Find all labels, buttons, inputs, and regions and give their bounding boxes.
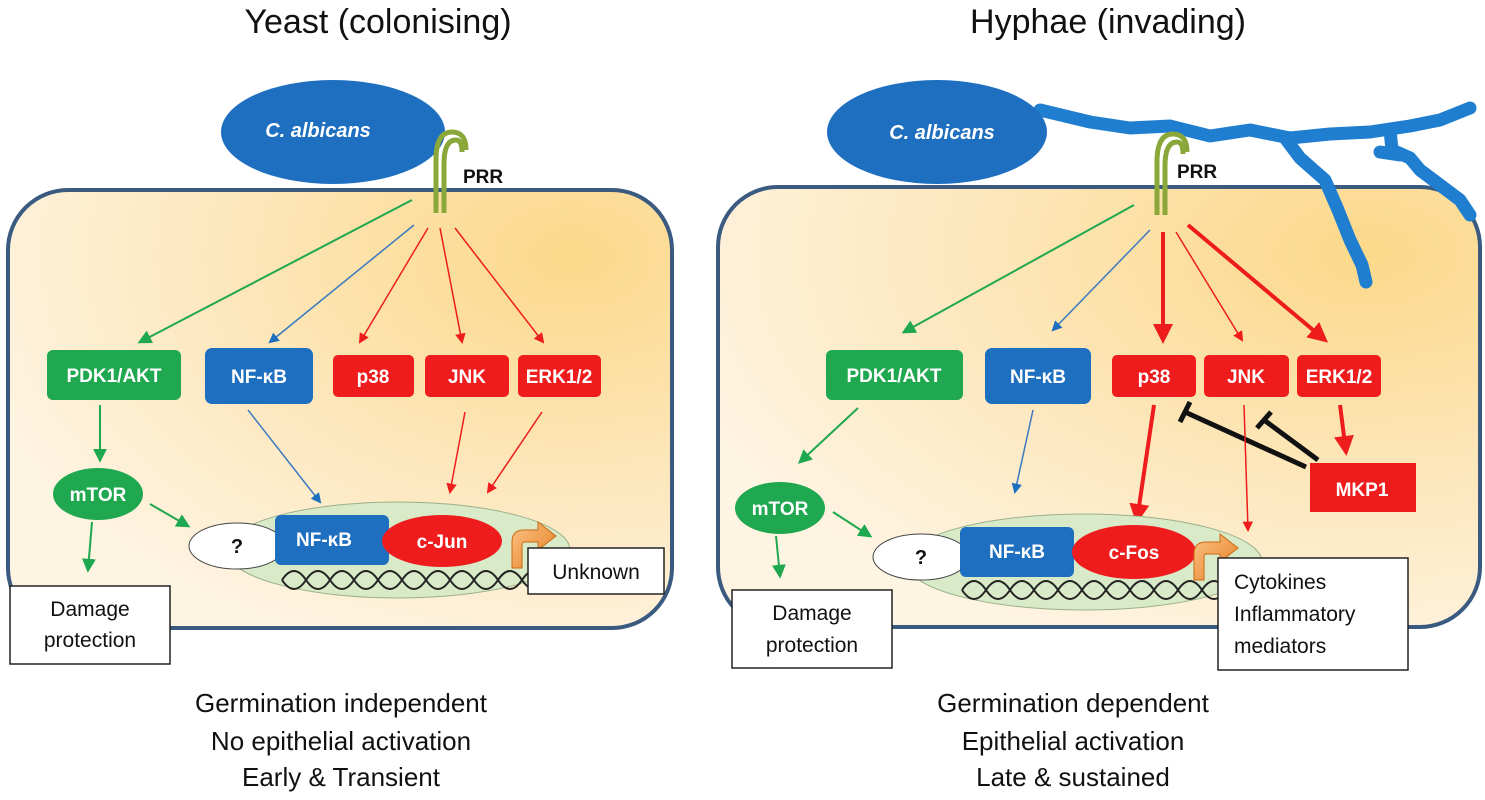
- right-gene-output-line-3: mediators: [1234, 635, 1326, 658]
- left-panel: Yeast (colonising) C. albicans PRR PDK1/…: [6, 3, 674, 792]
- left-arrow-prr-jnk: [439, 227, 466, 345]
- left-node-pdk1-akt: [47, 350, 181, 400]
- right-c-albicans-hyphae: [827, 80, 1047, 184]
- right-node-p38-label: p38: [1138, 367, 1171, 388]
- right-nucleus-cfos: [1072, 525, 1196, 579]
- right-epithelial-cell: [716, 185, 1482, 629]
- left-node-jnk-label: JNK: [448, 367, 486, 388]
- left-gene-output-label: Unknown: [552, 561, 640, 584]
- left-damage-line-2: protection: [44, 629, 136, 652]
- left-c-albicans-yeast: [221, 80, 445, 184]
- left-dna-icon: [281, 570, 547, 590]
- right-cytokines-output-box: [1217, 557, 1409, 671]
- left-summary-line-1: Germination independent: [195, 688, 488, 718]
- right-node-erk12: [1297, 355, 1381, 397]
- right-node-mtor: [735, 482, 825, 534]
- left-arrow-mtor-damage: [81, 521, 96, 573]
- left-node-mtor: [53, 468, 143, 520]
- left-node-erk12: [518, 355, 601, 397]
- right-summary-line-1: Germination dependent: [937, 688, 1210, 718]
- right-damage-line-2: protection: [766, 634, 858, 657]
- right-inhibition-mkp1-jnk: [1255, 410, 1320, 463]
- right-arrow-mtor-nucleus: [832, 511, 873, 538]
- left-nucleus-nfkb: [275, 515, 389, 565]
- right-node-nfkb: [985, 348, 1091, 404]
- left-arrow-mtor-nucleus: [149, 503, 191, 528]
- left-node-erk-label: ERK1/2: [526, 367, 593, 388]
- right-node-akt-label: PDK1/AKT: [846, 366, 941, 387]
- left-nucleus-cjun-label: c-Jun: [417, 532, 468, 553]
- left-prr-label: PRR: [463, 167, 503, 188]
- right-pathogen-label: C. albicans: [889, 122, 995, 144]
- right-prr-label: PRR: [1177, 162, 1217, 183]
- left-node-mtor-label: mTOR: [70, 485, 127, 506]
- right-arrow-mtor-damage: [771, 535, 786, 579]
- left-arrow-erk-cjun: [486, 411, 543, 494]
- right-arrow-nfkb-nucleus: [1011, 409, 1034, 495]
- right-transcription-arrow-icon: [1193, 532, 1239, 581]
- right-prr-receptor-icon: [1154, 131, 1190, 215]
- right-gene-output-line-2: Inflammatory: [1234, 603, 1356, 626]
- left-prr-receptor-icon: [433, 129, 469, 213]
- left-arrow-prr-akt: [137, 199, 413, 344]
- left-title: Yeast (colonising): [244, 3, 511, 41]
- right-summary-line-3: Late & sustained: [976, 762, 1170, 792]
- left-arrow-prr-erk: [454, 227, 545, 344]
- right-arrow-prr-nfkb: [1051, 229, 1151, 332]
- right-node-jnk: [1204, 355, 1289, 397]
- right-arrow-jnk-gene: [1242, 404, 1253, 533]
- left-arrow-prr-p38: [358, 227, 429, 344]
- left-arrow-prr-nfkb: [268, 224, 415, 344]
- right-damage-protection-box: [731, 589, 893, 669]
- right-damage-line-1: Damage: [772, 602, 851, 625]
- left-unknown-output-box: [527, 547, 665, 595]
- right-arrow-akt-mtor: [797, 407, 859, 464]
- right-arrow-erk-mkp1: [1334, 404, 1354, 456]
- right-node-erk-label: ERK1/2: [1306, 367, 1373, 388]
- left-node-p38: [333, 355, 414, 397]
- left-damage-protection-box: [9, 585, 171, 665]
- left-nucleus-cjun: [382, 515, 502, 567]
- right-node-p38: [1112, 355, 1196, 397]
- right-node-jnk-label: JNK: [1227, 367, 1265, 388]
- right-nucleus-nfkb: [960, 527, 1074, 577]
- left-transcription-arrow-icon: [511, 520, 557, 569]
- right-node-mtor-label: mTOR: [752, 499, 809, 520]
- right-node-pdk1-akt: [826, 350, 963, 400]
- right-arrow-prr-erk: [1186, 223, 1329, 343]
- right-hyphae-icon: [1033, 101, 1477, 289]
- right-dna-icon: [961, 580, 1227, 600]
- right-title: Hyphae (invading): [970, 3, 1246, 41]
- right-gene-output-line-1: Cytokines: [1234, 571, 1326, 594]
- left-unknown-factor-label: ?: [231, 536, 243, 558]
- right-node-mkp1: [1310, 463, 1416, 512]
- right-panel: Hyphae (invading) C. albicans PRR PDK1/A…: [716, 3, 1482, 792]
- left-node-jnk: [425, 355, 509, 397]
- left-nucleus-nfkb-label: NF-κB: [296, 530, 352, 551]
- left-arrow-nfkb-nucleus: [247, 409, 322, 504]
- right-arrow-p38-cfos: [1129, 404, 1156, 524]
- right-nucleus-cfos-label: c-Fos: [1109, 543, 1160, 564]
- left-node-p38-label: p38: [357, 367, 390, 388]
- right-node-mkp1-label: MKP1: [1336, 480, 1389, 501]
- left-node-nfkb-label: NF-κB: [231, 367, 287, 388]
- right-arrow-prr-jnk: [1175, 231, 1244, 342]
- left-pathogen-label: C. albicans: [265, 120, 371, 142]
- right-node-nfkb-label: NF-κB: [1010, 367, 1066, 388]
- left-arrow-jnk-cjun: [446, 411, 466, 495]
- left-summary-line-3: Early & Transient: [242, 762, 441, 792]
- left-summary-line-2: No epithelial activation: [211, 726, 471, 756]
- left-node-nfkb: [205, 348, 313, 404]
- right-arrow-prr-akt: [901, 204, 1135, 334]
- right-nucleus-nfkb-label: NF-κB: [989, 542, 1045, 563]
- left-damage-line-1: Damage: [50, 598, 129, 621]
- right-unknown-factor-label: ?: [915, 547, 927, 569]
- left-node-akt-label: PDK1/AKT: [66, 366, 161, 387]
- right-summary-line-2: Epithelial activation: [962, 726, 1185, 756]
